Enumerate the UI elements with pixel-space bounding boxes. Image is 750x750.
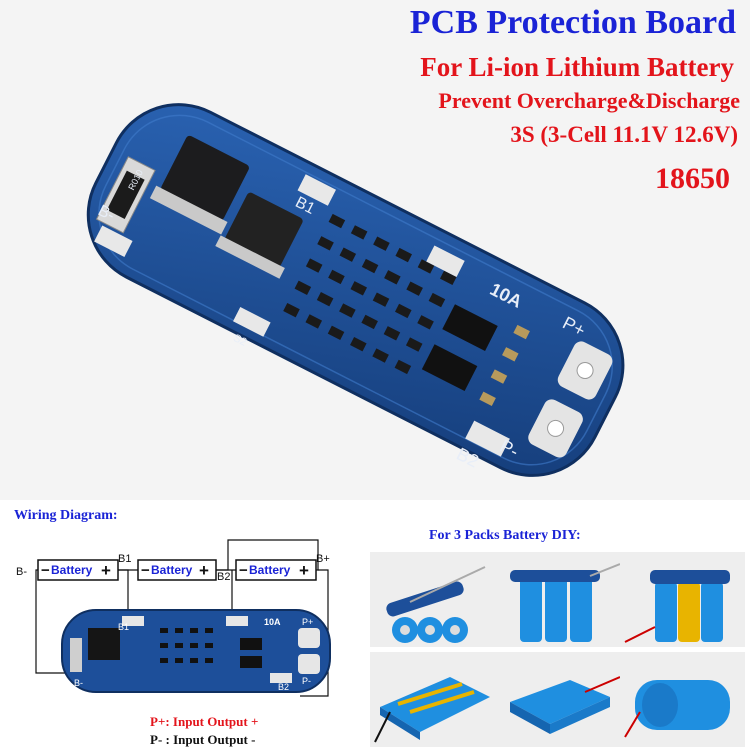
pin-pminus-text: P- : Input Output -	[150, 732, 256, 747]
svg-text:−: −	[141, 562, 150, 579]
svg-text:+: +	[199, 561, 209, 580]
mini-label-b1: B1	[118, 622, 129, 632]
feature-text: Prevent Overcharge&Discharge	[438, 88, 740, 113]
mini-label-b2: B2	[278, 682, 289, 692]
pcb-board-photo: B1 B- B2 P+ P- S2 10A R010	[86, 103, 625, 477]
wire-label-bplus: B+	[316, 553, 330, 565]
diy-panel: For 3 Packs Battery DIY:	[365, 500, 750, 750]
wire-label-bminus: B-	[16, 566, 27, 578]
mini-label-pplus: P+	[302, 617, 313, 627]
wiring-panel: Wiring Diagram: − Battery + − Battery + …	[0, 500, 365, 750]
battery-2-label: Battery	[151, 563, 193, 577]
mosfet-1	[161, 135, 249, 221]
mini-label-rating: 10A	[264, 617, 281, 627]
diy-photo-1	[370, 552, 495, 647]
page-title: PCB Protection Board	[409, 4, 736, 41]
diy-photo-6	[620, 652, 745, 747]
product-hero: B1 B- B2 P+ P- S2 10A R010 PCB Protectio…	[0, 0, 750, 500]
label-s2: S2	[231, 332, 248, 349]
svg-text:+: +	[101, 561, 111, 580]
wiring-title: Wiring Diagram:	[14, 508, 118, 523]
diy-photo-3	[620, 552, 745, 647]
spec-text: 3S (3-Cell 11.1V 12.6V)	[510, 122, 738, 147]
svg-text:−: −	[239, 562, 248, 579]
diy-photo-4	[370, 652, 495, 747]
cell-type-text: 18650	[655, 162, 730, 195]
ic-1	[442, 304, 498, 351]
diy-title: For 3 Packs Battery DIY:	[429, 528, 581, 543]
label-bminus: B-	[95, 202, 117, 224]
pin-pplus-text: P+: Input Output +	[150, 714, 259, 729]
wire-label-b1: B1	[118, 553, 131, 565]
wiring-diagram: − Battery + − Battery + − Battery + B- B…	[16, 539, 331, 697]
pad-b1	[297, 174, 337, 206]
ic-2	[421, 344, 478, 392]
mini-label-pminus: P-	[302, 676, 311, 686]
subtitle: For Li-ion Lithium Battery	[420, 52, 734, 82]
wire-label-b2: B2	[217, 571, 230, 583]
svg-text:+: +	[299, 561, 309, 580]
mini-label-bminus: B-	[74, 678, 83, 688]
battery-1-label: Battery	[51, 563, 93, 577]
battery-3-label: Battery	[249, 563, 291, 577]
diy-photo-2	[495, 552, 620, 647]
diy-photo-5	[495, 652, 620, 747]
pad-bminus	[94, 225, 133, 257]
mini-pcb: B1 B2 B- P+ P- 10A	[61, 609, 331, 693]
pad-b2	[465, 420, 510, 457]
svg-text:−: −	[41, 562, 50, 579]
